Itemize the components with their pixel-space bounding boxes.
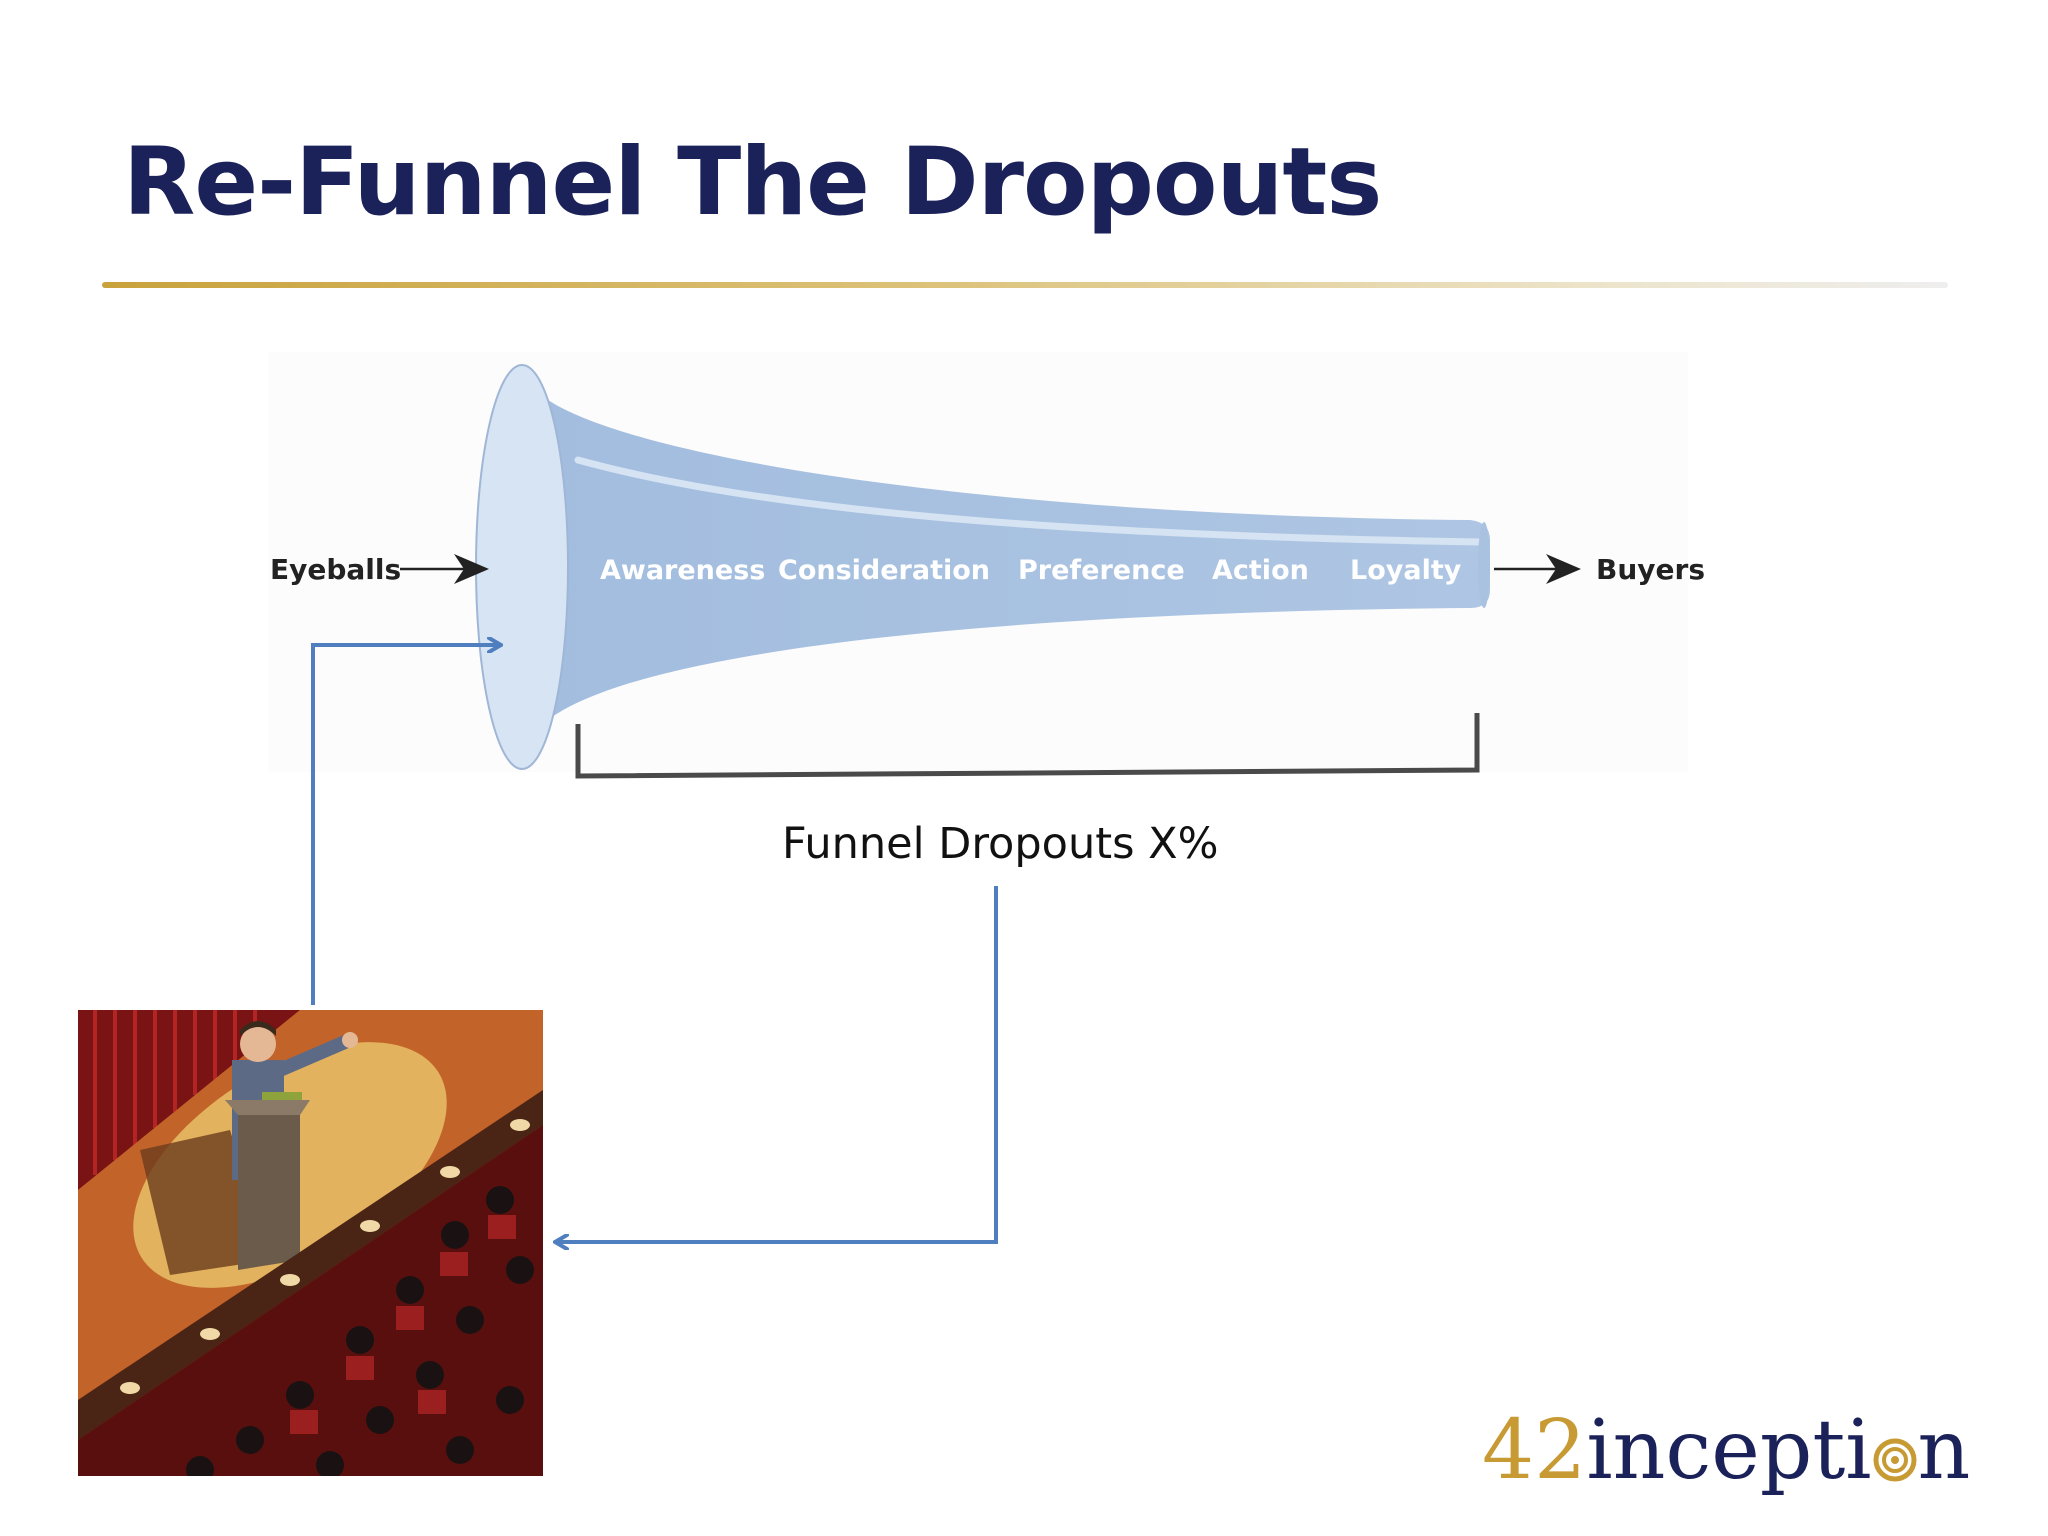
- title-divider: [102, 282, 1948, 288]
- target-o-icon: [1873, 1438, 1917, 1482]
- buyers-label: Buyers: [1596, 553, 1705, 586]
- speaker-at-podium-illustration: [78, 1010, 543, 1476]
- funnel-tail: [1478, 522, 1490, 608]
- slide-title: Re-Funnel The Dropouts: [123, 128, 1382, 237]
- dropout-to-speaker-arrow: [556, 886, 998, 1242]
- eyeballs-label: Eyeballs: [270, 553, 401, 586]
- stage-label-action: Action: [1212, 555, 1309, 586]
- speaker-to-funnel-arrow: [311, 645, 500, 1005]
- funnel-mouth: [475, 364, 569, 770]
- logo-word-end: n: [1917, 1403, 1971, 1498]
- company-logo: 42incepti n: [1482, 1410, 1970, 1492]
- stage-label-preference: Preference: [1018, 555, 1185, 586]
- stage-label-loyalty: Loyalty: [1350, 555, 1462, 586]
- funnel-highlight: [574, 456, 1484, 546]
- logo-prefix: 42: [1482, 1403, 1587, 1498]
- dropout-label: Funnel Dropouts X%: [782, 819, 1218, 869]
- logo-word-start: incepti: [1586, 1403, 1872, 1498]
- stage-label-consideration: Consideration: [778, 555, 990, 586]
- stage-label-awareness: Awareness: [600, 555, 765, 586]
- funnel-body: [548, 400, 1490, 720]
- dropout-bracket: [575, 713, 1480, 779]
